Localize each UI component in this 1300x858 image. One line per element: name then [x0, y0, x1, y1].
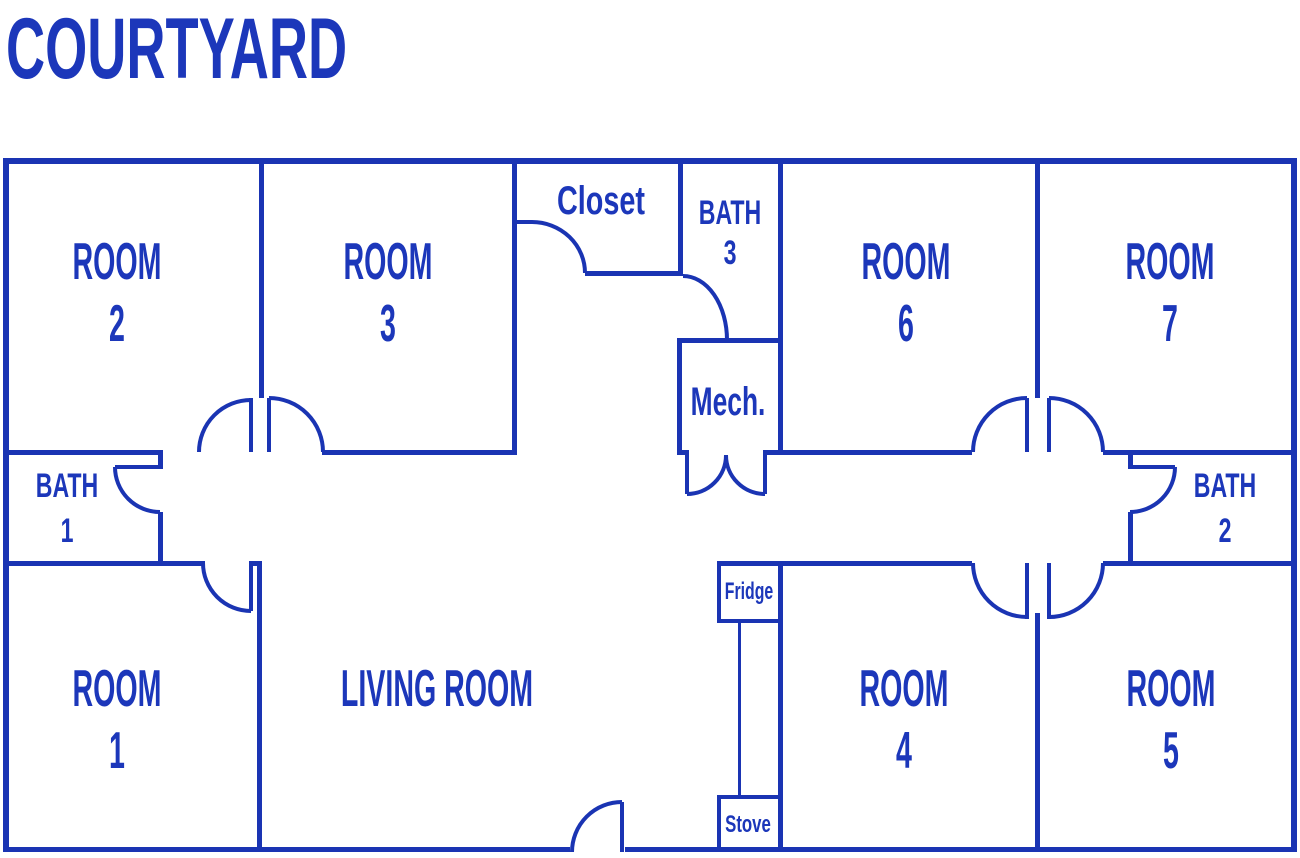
wall-corridor-bottom-hinge	[249, 561, 262, 566]
stove-top-edge	[717, 795, 780, 799]
door-arc-room5	[1048, 562, 1105, 619]
room2-number: 2	[109, 294, 125, 352]
bath2-number: 2	[1219, 513, 1232, 550]
wall-outer-right	[1291, 158, 1297, 852]
walls	[3, 158, 1297, 852]
wall-outer-left	[3, 158, 9, 852]
fridge-left-edge	[717, 561, 721, 623]
door-arc-room3	[268, 396, 325, 453]
bath2-label: BATH	[1194, 468, 1256, 505]
door-leaf-room7	[1047, 398, 1051, 452]
fridge-label: Fridge	[725, 579, 773, 605]
wall-corridor-bottom-c	[1103, 561, 1297, 566]
door-leaf-entry	[620, 802, 624, 852]
room1-label: ROOM	[73, 659, 162, 717]
living-room-label: LIVING ROOM	[341, 659, 533, 717]
wall-kitchen-room4	[778, 561, 783, 852]
door-arc-room7	[1048, 396, 1105, 453]
fridge-top-edge	[717, 561, 780, 566]
room6-number: 6	[898, 294, 914, 352]
room7-label: ROOM	[1126, 232, 1215, 290]
wall-outer-bottom-right	[625, 847, 1297, 852]
door-leaf-bath1	[115, 465, 160, 469]
door-arcs	[113, 220, 1177, 853]
door-arc-mech-right	[724, 454, 766, 496]
door-leaf-mech-left	[685, 455, 689, 494]
wall-room3-hall	[512, 158, 517, 455]
door-leaf-room2	[249, 398, 253, 452]
room4-number: 4	[896, 721, 912, 779]
door-arc-mech-left	[686, 454, 728, 496]
wall-mech-left	[677, 338, 682, 455]
wall-bath1-right-upper	[158, 450, 163, 469]
wall-corridor-bottom-b	[778, 561, 972, 566]
door-leaf-room5	[1047, 563, 1051, 619]
wall-corridor-top-a	[3, 450, 158, 455]
door-leaf-mech-right	[763, 455, 767, 494]
wall-corridor-top-d	[1103, 450, 1297, 455]
room1-number: 1	[109, 721, 125, 779]
room4-label: ROOM	[860, 659, 949, 717]
door-arc-bath3	[682, 274, 729, 341]
door-leaf-room1	[249, 563, 253, 611]
wall-closet-bottom	[585, 271, 683, 276]
wall-mech-jamb-right	[763, 450, 783, 455]
wall-room2-room3	[259, 158, 264, 398]
stove-left-edge	[717, 795, 721, 852]
room2-label: ROOM	[73, 232, 162, 290]
room7-number: 7	[1162, 294, 1178, 352]
fridge-bottom-edge	[717, 619, 780, 623]
door-arc-bath1	[113, 466, 161, 514]
closet-label: Closet	[557, 178, 645, 223]
wall-mech-jamb-left	[677, 450, 689, 455]
door-arc-closet	[531, 220, 587, 274]
stove-label: Stove	[725, 811, 771, 838]
bath3-label: BATH	[699, 195, 761, 232]
wall-outer-bottom-left	[3, 847, 570, 852]
mech-label: Mech.	[691, 380, 766, 425]
room5-label: ROOM	[1127, 659, 1216, 717]
wall-mech-top	[677, 338, 783, 343]
wall-room6-room7	[1035, 158, 1040, 398]
labels: COURTYARD ROOM 2 ROOM 3 ROOM 6 ROOM 7 RO…	[6, 1, 1256, 837]
wall-closet-bath3	[678, 158, 683, 276]
door-arc-entry	[570, 800, 623, 853]
door-leaf-room3	[267, 398, 271, 452]
page-title: COURTYARD	[6, 1, 347, 97]
door-leaf-room6	[1025, 398, 1029, 452]
wall-room4-room5	[1035, 613, 1040, 852]
room6-label: ROOM	[862, 232, 951, 290]
wall-room1-living	[257, 561, 262, 852]
wall-corridor-bottom-a	[3, 561, 205, 566]
room3-label: ROOM	[344, 232, 433, 290]
door-arc-room1	[201, 562, 252, 613]
room3-number: 3	[380, 294, 396, 352]
bath1-label: BATH	[36, 468, 98, 505]
wall-bath2-left-upper	[1128, 450, 1133, 469]
wall-bath2-left-lower	[1128, 512, 1133, 566]
wall-outer-top	[3, 158, 1297, 164]
room5-number: 5	[1163, 721, 1179, 779]
wall-corridor-top-c	[778, 450, 972, 455]
wall-bath3-room6	[778, 158, 783, 455]
wall-corridor-top-b	[322, 450, 517, 455]
door-arc-room2	[197, 398, 252, 453]
counter-left-edge	[738, 619, 741, 795]
bath3-number: 3	[724, 235, 737, 272]
door-arc-room4	[971, 562, 1028, 619]
door-arc-room6	[971, 396, 1028, 453]
door-leaf-room4	[1025, 563, 1029, 619]
bath1-number: 1	[61, 513, 74, 550]
door-arc-bath2	[1129, 466, 1177, 514]
wall-bath1-right-lower	[158, 512, 163, 566]
door-leaf-closet	[512, 220, 532, 224]
door-leaf-bath2	[1130, 465, 1175, 469]
